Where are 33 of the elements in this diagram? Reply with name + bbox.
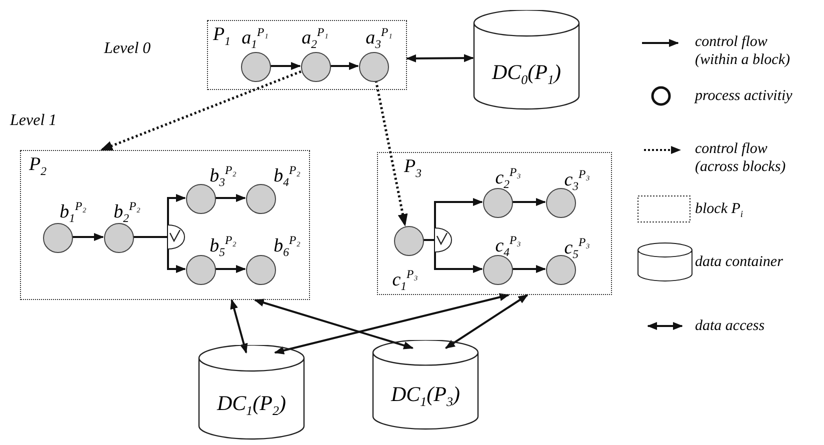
block-title: P$_{2}$ [29,154,46,179]
arrow [230,299,248,354]
arrow [512,198,546,206]
arrow [215,194,246,202]
level-label: Level 0 [104,40,151,58]
arrow [270,62,301,70]
arrow [512,265,546,273]
arrow [215,265,246,273]
arrow [100,70,302,152]
level-label: Level 1 [10,112,57,130]
arrow [330,62,359,70]
container-label: DC$_{1}$(P$_{3}$) [390,382,462,410]
arrow [374,80,408,227]
container-label: DC$_{1}$(P$_{2}$) [216,390,288,420]
legend-label: data container [695,253,784,271]
arrow [72,233,104,241]
legend-label: data access [695,317,766,335]
arrow [254,298,414,350]
block-frame [377,152,612,295]
block-frame [207,20,407,90]
legend-label: process activitiy [695,87,794,105]
legend-label: block P$_{i}$ [695,200,744,222]
container-label: DC$_{0}$(P$_{1}$) [490,60,562,88]
arrow [423,239,483,273]
block-title: P$_{3}$ [404,156,422,181]
block-title: P$_{1}$ [213,24,230,49]
arrow [133,236,186,273]
block-frame [20,150,310,300]
arrow [274,293,510,354]
arrow [406,54,474,62]
legend-label: control flow (within a block) [695,33,791,69]
legend-label: control flow (across blocks) [695,140,787,176]
arrow [444,294,528,349]
